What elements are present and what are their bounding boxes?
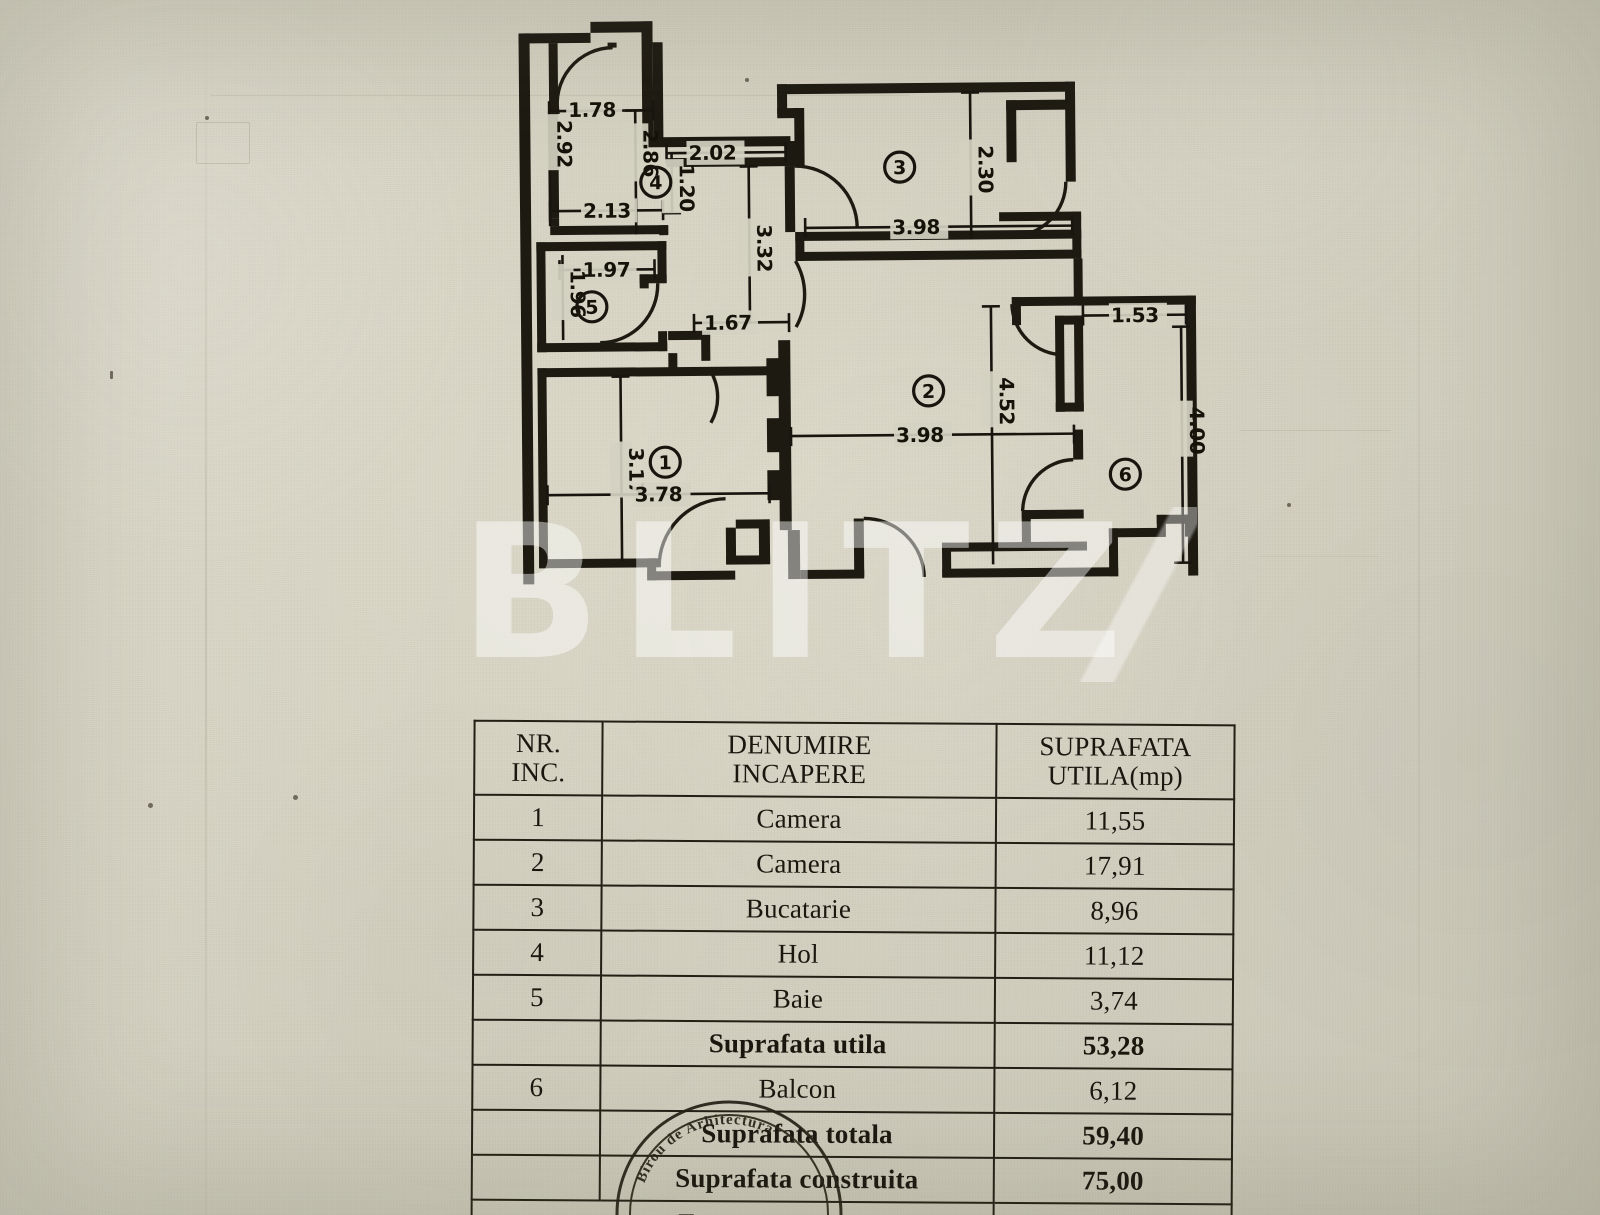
- row-nr: 1: [473, 794, 603, 841]
- header-cell-nr: NR. INC.: [474, 720, 603, 796]
- table-row: 3 Bucatarie 8,96: [473, 884, 1234, 935]
- row-area: 3,74: [994, 977, 1234, 1025]
- dim-label: 1.67: [704, 310, 752, 334]
- paper-crease: [205, 0, 207, 1215]
- dim-label: 3.98: [892, 215, 940, 239]
- table-row: 2 Camera 17,91: [473, 839, 1234, 890]
- row-area: 11,55: [995, 797, 1235, 845]
- dim-label: 4.52: [995, 377, 1019, 425]
- ghost-form-line: [1258, 556, 1378, 557]
- row-nr: 4: [473, 929, 602, 976]
- row-name: Balcon: [600, 1065, 995, 1113]
- header-nr-line1: NR.: [515, 727, 561, 759]
- row-nr: [472, 1019, 601, 1066]
- room-marker-4: [639, 165, 673, 199]
- executant-label: Executant: [471, 1199, 994, 1215]
- table-row: 6 Balcon 6,12: [472, 1064, 1233, 1115]
- room-marker-4-label: 4: [649, 172, 662, 194]
- row-nr: [471, 1109, 601, 1156]
- dim-label: 1.20: [675, 164, 699, 212]
- row-area: 17,91: [995, 842, 1234, 890]
- header-name-line2: INCAPERE: [732, 758, 867, 790]
- header-cell-name: DENUMIRE INCAPERE: [602, 721, 997, 798]
- table-row: 1 Camera 11,55: [473, 794, 1235, 845]
- row-name: Suprafata totala: [599, 1110, 995, 1158]
- row-area: 53,28: [994, 1022, 1233, 1070]
- table-built-area-row: Suprafata construita 75,00: [471, 1154, 1232, 1205]
- row-nr: 5: [472, 974, 602, 1021]
- ghost-form-line: [210, 95, 910, 96]
- data-label: Data: [993, 1202, 1232, 1215]
- table-subtotal-row: Suprafata utila 53,28: [472, 1019, 1233, 1070]
- row-name: Hol: [601, 930, 996, 978]
- dim-label: 1.97: [582, 257, 630, 281]
- header-nr-line2: INC.: [511, 756, 566, 788]
- row-name: Camera: [601, 840, 996, 888]
- room-marker-5-label: 5: [585, 297, 598, 319]
- paper-speck: [293, 795, 298, 800]
- paper-speck: [148, 803, 153, 808]
- paper-speck: [110, 371, 113, 379]
- room-marker-3: [883, 150, 917, 184]
- row-area: 11,12: [995, 932, 1234, 980]
- row-name: Suprafata utila: [600, 1020, 995, 1068]
- paper-speck: [205, 116, 209, 120]
- row-area: 59,40: [993, 1112, 1233, 1160]
- paper-speck: [745, 78, 749, 82]
- header-name-line1: DENUMIRE: [727, 729, 872, 760]
- table-row: 4 Hol 11,12: [473, 929, 1234, 980]
- dim-label: 2.13: [583, 198, 631, 222]
- table-total-row: Suprafata totala 59,40: [471, 1109, 1233, 1160]
- room-marker-2: [912, 374, 946, 408]
- ghost-form-box: [196, 122, 250, 164]
- room-marker-6: [1108, 457, 1142, 491]
- paper-speck: [1287, 503, 1291, 507]
- ghost-form-line: [1240, 430, 1390, 431]
- row-name: Baie: [600, 975, 996, 1023]
- row-nr: [471, 1154, 600, 1201]
- row-name: Camera: [601, 795, 997, 843]
- room-marker-6-label: 6: [1119, 464, 1132, 486]
- header-area-line2: UTILA(mp): [1047, 760, 1183, 792]
- row-nr: 3: [473, 884, 602, 931]
- room-marker-3-label: 3: [893, 157, 906, 179]
- room-markers: 1 2 3 4 5 6: [575, 150, 1142, 491]
- row-area: 75,00: [993, 1157, 1232, 1205]
- room-schedule-table: NR. INC. DENUMIRE INCAPERE SUPRAFATA UTI…: [470, 720, 1235, 1215]
- door-arcs: [555, 45, 1074, 577]
- header-area-line1: SUPRAFATA: [1039, 730, 1192, 762]
- dim-label: 2.02: [688, 141, 736, 165]
- dimension-labels: 1.78 2.92 2.86 2.02 1.20 2.13 1.97 1.96: [538, 97, 1209, 507]
- row-nr: 2: [473, 839, 602, 886]
- table-header-row: NR. INC. DENUMIRE INCAPERE SUPRAFATA UTI…: [474, 720, 1235, 800]
- table-row: 5 Baie 3,74: [472, 974, 1234, 1025]
- header-cell-area: SUPRAFATA UTILA(mp): [996, 723, 1235, 800]
- dim-label: 4.00: [1185, 406, 1209, 454]
- row-nr: 6: [472, 1064, 601, 1111]
- dim-label: 2.92: [552, 120, 576, 168]
- row-area: 8,96: [995, 887, 1234, 935]
- dim-label: 3.32: [752, 224, 776, 272]
- room-marker-1: [648, 445, 682, 479]
- paper-crease: [1418, 0, 1420, 1215]
- dim-label: 1.78: [568, 98, 616, 122]
- dim-label: 1.53: [1111, 303, 1159, 327]
- row-name: Bucatarie: [601, 885, 996, 933]
- room-marker-1-label: 1: [659, 452, 672, 474]
- row-area: 6,12: [994, 1067, 1233, 1115]
- dim-label: 2.86: [638, 129, 662, 177]
- dim-label: 2.30: [973, 145, 997, 193]
- room-marker-5: [575, 290, 609, 324]
- dim-label: 3.78: [634, 482, 682, 506]
- room-marker-2-label: 2: [922, 381, 935, 403]
- row-name: Suprafata construita: [599, 1155, 994, 1203]
- dim-label: 3.98: [896, 423, 944, 447]
